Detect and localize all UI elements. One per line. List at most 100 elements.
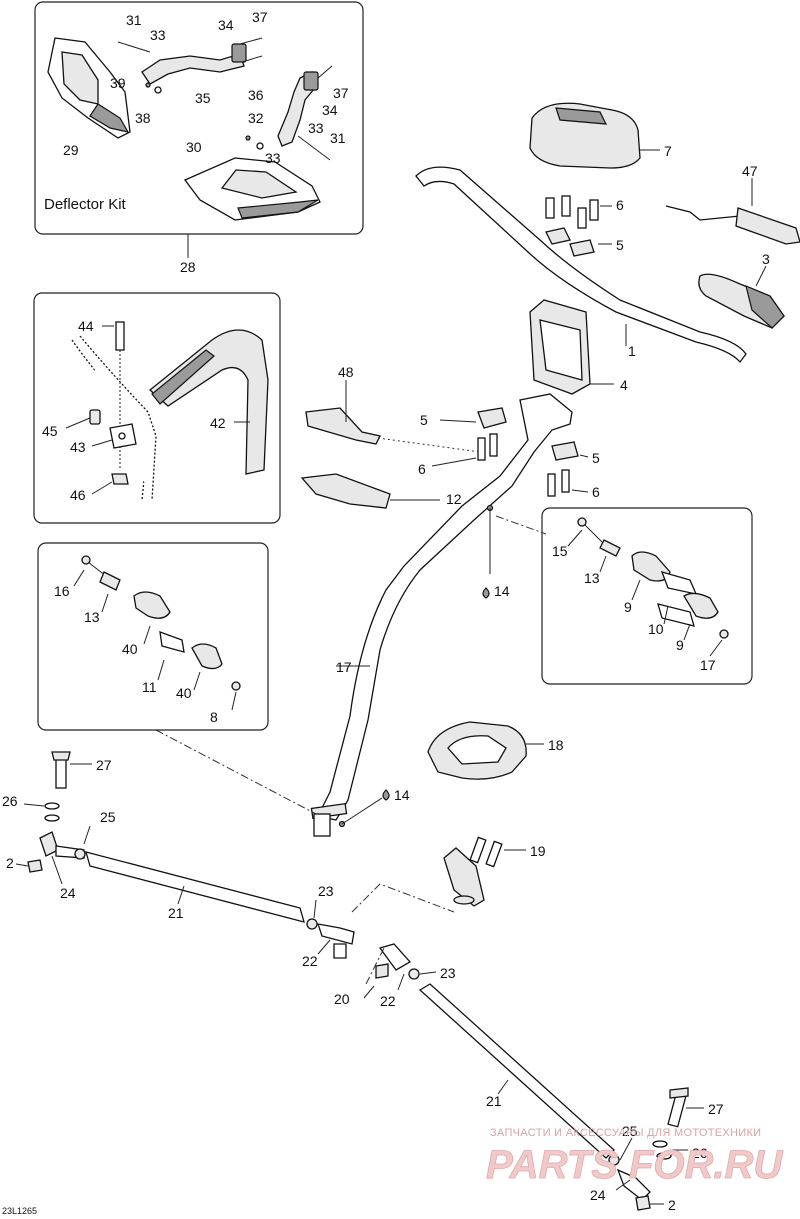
callout-33-lower: 33	[265, 150, 281, 166]
callout-11: 11	[142, 679, 157, 695]
riser-bolts-top-part: 6 5	[545, 195, 624, 257]
callout-42: 42	[210, 415, 226, 431]
callout-23-upper: 23	[318, 883, 334, 899]
callout-9-lower: 9	[676, 637, 684, 653]
adhesive-drop-icon-lower	[382, 789, 390, 801]
callout-9-upper: 9	[624, 599, 632, 615]
callout-39: 39	[110, 75, 126, 91]
document-id: 23L1265	[2, 1206, 37, 1216]
callout-25-upper: 25	[100, 809, 116, 825]
callout-22-lower: 22	[380, 993, 396, 1009]
callout-31-upper: 31	[126, 12, 142, 28]
watermark-caption: ЗАПЧАСТИ И АКСЕССУАРЫ ДЛЯ МОТОТЕХНИКИ	[490, 1127, 761, 1139]
tie-rod-end-kit-left: 16 13 40 11 40 8	[37, 542, 269, 731]
mount-bracket-part: 48	[305, 364, 481, 453]
deflector-kit-group: Deflector Kit	[34, 1, 364, 275]
pitman-arm-part: 19	[351, 836, 546, 913]
callout-6-top: 6	[616, 197, 624, 213]
callout-43: 43	[70, 439, 86, 455]
callout-29: 29	[63, 142, 79, 158]
callout-30: 30	[186, 139, 202, 155]
callout-37-upper: 37	[252, 9, 268, 25]
callout-27-lower: 27	[708, 1101, 724, 1117]
bracket-right-part	[245, 65, 333, 161]
callout-21-upper: 21	[168, 905, 184, 921]
callout-34-upper: 34	[218, 17, 234, 33]
callout-17-right: 17	[700, 657, 716, 673]
callout-2-lower: 2	[668, 1197, 676, 1213]
callout-5-top: 5	[616, 237, 624, 253]
deflector-left-part	[47, 37, 131, 139]
tie-rod-end-kit-right: 15 13 9 10 9 17	[541, 507, 753, 685]
callout-46: 46	[70, 487, 86, 503]
callout-25-lower: 25	[622, 1123, 638, 1139]
passenger-handle-group: 44 42 45 43 46	[33, 292, 281, 524]
deflector-right-part	[183, 157, 321, 221]
callout-4: 4	[620, 377, 628, 393]
callout-47: 47	[742, 163, 758, 179]
steering-column-part: 17	[310, 393, 573, 837]
callout-33-right: 33	[308, 120, 324, 136]
cover-part: 18	[427, 721, 564, 780]
callout-13-right: 13	[584, 570, 600, 586]
tie-rod-kit-left-frame	[37, 542, 269, 731]
tie-rod-left-part: 27 26 25 2 24 21 23 22	[2, 751, 355, 969]
callout-19: 19	[530, 843, 546, 859]
callout-16: 16	[54, 583, 70, 599]
deflector-kit-label: Deflector Kit	[44, 196, 127, 213]
callout-24-upper: 24	[60, 885, 76, 901]
callout-23-lower: 23	[440, 965, 456, 981]
callout-6-right: 6	[592, 484, 600, 500]
adhesive-drop-icon	[482, 587, 490, 599]
callout-26-lower: 26	[692, 1145, 708, 1161]
riser-block-part: 4	[529, 299, 628, 395]
callout-48: 48	[338, 364, 354, 380]
callout-45: 45	[42, 423, 58, 439]
callout-18: 18	[548, 737, 564, 753]
drop-icons: 14 14	[341, 583, 510, 825]
bracket-left-part	[117, 37, 263, 94]
callout-21-lower: 21	[486, 1093, 502, 1109]
callout-2-upper: 2	[6, 855, 14, 871]
tie-rod-kit-right-frame	[541, 507, 753, 685]
throttle-cable-part: 47	[665, 163, 800, 245]
handlebar-pad-part: 7	[529, 102, 672, 169]
callout-40-upper: 40	[122, 641, 138, 657]
callout-34-lower: 34	[322, 102, 338, 118]
callout-32: 32	[248, 110, 264, 126]
watermark-logo: PARTS FOR.RU	[486, 1143, 783, 1187]
callout-1: 1	[628, 343, 636, 359]
callout-15: 15	[552, 543, 568, 559]
callout-44: 44	[78, 318, 94, 334]
callout-35: 35	[195, 90, 211, 106]
callout-20: 20	[334, 991, 350, 1007]
callout-14-lower: 14	[394, 787, 410, 803]
callout-6-left: 6	[418, 461, 426, 477]
callout-14-upper: 14	[494, 583, 510, 599]
callout-13-left: 13	[84, 609, 100, 625]
grip-part: 3	[698, 251, 785, 329]
upper-clamps-part: 5 6 5 6	[418, 407, 600, 500]
callout-24-lower: 24	[590, 1187, 606, 1203]
callout-36: 36	[248, 87, 264, 103]
deflector-kit-frame	[34, 1, 364, 235]
callout-22-upper: 22	[302, 953, 318, 969]
callout-8: 17	[336, 659, 352, 675]
plate-part: 12	[300, 473, 462, 509]
callout-37-lower: 37	[333, 85, 349, 101]
callout-31-lower: 31	[330, 130, 346, 146]
callout-7: 7	[664, 143, 672, 159]
passenger-handle-frame	[33, 292, 281, 524]
callout-10: 10	[648, 621, 664, 637]
callout-12: 12	[446, 491, 462, 507]
callout-17-left: 8	[210, 709, 218, 725]
callout-33-upper: 33	[150, 27, 166, 43]
handlebar-part: 1	[415, 166, 747, 364]
callout-38: 38	[135, 110, 151, 126]
callout-27-upper: 27	[96, 757, 112, 773]
callout-3: 3	[762, 251, 770, 267]
tie-rod-right-part: 20 22 23 21 27 25 26 24 2	[334, 943, 724, 1213]
callout-5-left: 5	[420, 412, 428, 428]
callout-40-lower: 40	[176, 685, 192, 701]
